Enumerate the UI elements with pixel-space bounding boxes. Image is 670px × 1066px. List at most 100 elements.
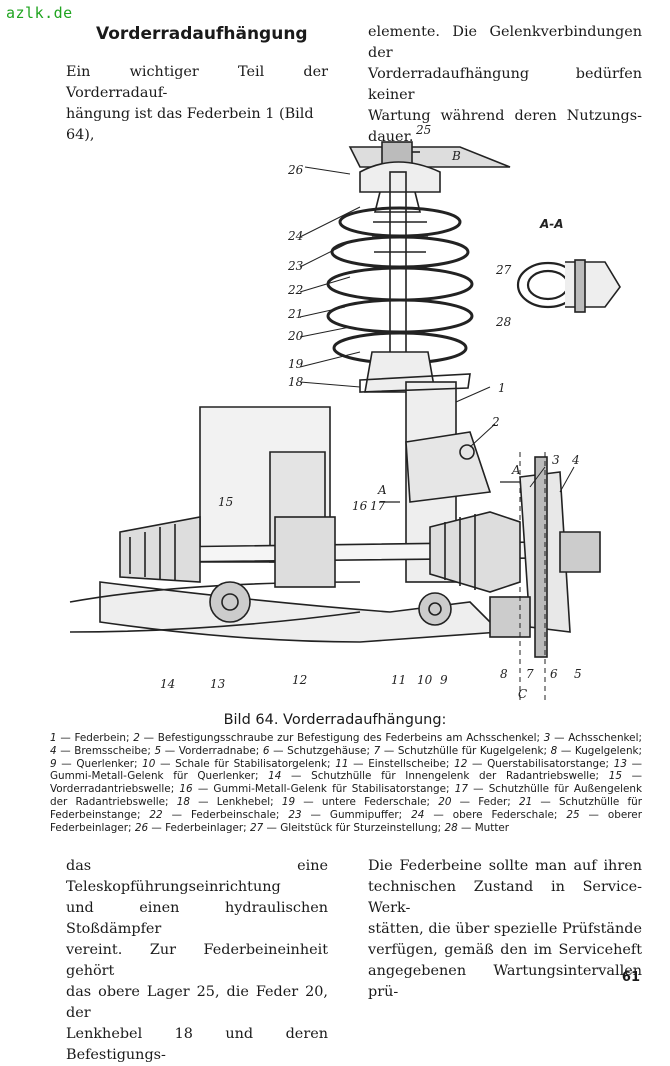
legend-text: Befestigungsschraube zur Befestigung des…	[157, 732, 540, 744]
legend-entry: 8 — Kugelgelenk;	[550, 744, 643, 757]
legend-text: Schale für Stabilisatorgelenk;	[175, 757, 331, 770]
callout-label: 19	[288, 357, 304, 371]
callout-label: 7	[526, 667, 534, 681]
legend-text: Gleitstück für Sturzeinstellung;	[280, 821, 442, 834]
legend-text: Schutzgehäuse;	[287, 744, 370, 757]
legend-text: Gummi-Metall-Gelenk für Stabilisatorstan…	[213, 783, 450, 796]
text-line: vereint. Zur Federbeineinheit gehört	[66, 942, 328, 979]
section-view-label: A-A	[539, 217, 564, 231]
suspension-drawing: 1 2 3 4 5 6 7 8 9 10 11 12 13 14 15 16 1…	[69, 123, 621, 702]
text-line: Die Federbeine sollte man auf ihren	[368, 858, 642, 874]
legend-entry: 7 — Schutzhülle für Kugelgelenk;	[373, 744, 548, 757]
legend-text: Schutzhülle für Innengelenk der Radantri…	[311, 770, 600, 783]
legend-number: 1	[50, 732, 57, 744]
callout-label: 13	[210, 677, 226, 691]
legend-entry: 5 — Vorderradnabe;	[154, 744, 260, 757]
section-marker: A	[511, 463, 521, 477]
legend-number: 3	[543, 732, 551, 744]
legend-entry: 27 — Gleitstück für Sturzeinstellung;	[249, 821, 442, 834]
text-line: und einen hydraulischen Stoßdämpfer	[66, 900, 328, 937]
legend-text: Achsschenkel;	[568, 732, 642, 744]
legend-text: Schutzhülle für Federbeinstange;	[50, 795, 642, 821]
legend-entry: 2 — Befestigungsschraube zur Befestigung…	[133, 732, 540, 744]
text-line: Vorderradaufhängung bedürfen keiner	[368, 66, 642, 103]
legend-text: Gummipuffer;	[329, 808, 403, 821]
legend-entry: 22 — Federbeinschale;	[149, 808, 280, 821]
legend-entry: 24 — obere Federschale;	[411, 808, 558, 821]
legend-number: 2	[133, 732, 140, 744]
section-title: Vorderradaufhängung	[96, 24, 308, 44]
legend-number: 24	[411, 808, 425, 821]
legend-text: Gummi-Metall-Gelenk für Querlenker;	[50, 770, 259, 783]
legend-text: Schutzhülle für Kugelgelenk;	[397, 744, 548, 757]
callout-label: 25	[415, 123, 431, 137]
text-line: technischen Zustand in Service-Werk-	[368, 879, 642, 916]
bottom-right-column: Die Federbeine sollte man auf ihren tech…	[368, 856, 642, 1003]
callout-label: 27	[495, 263, 512, 277]
text-line: hängung ist das Federbein 1 (Bild 64),	[66, 106, 314, 143]
legend-number: 6	[262, 744, 270, 757]
text-line: das obere Lager 25, die Feder 20, der	[66, 984, 328, 1021]
legend-text: Mutter	[474, 821, 510, 834]
legend-text: Bremsscheibe;	[74, 744, 151, 757]
legend-number: 15	[608, 770, 622, 783]
callout-label: 11	[391, 673, 406, 687]
legend-number: 23	[288, 808, 302, 821]
legend-number: 13	[613, 757, 627, 770]
legend-number: 17	[454, 783, 468, 796]
legend-entry: 23 — Gummipuffer;	[288, 808, 403, 821]
legend-number: 7	[373, 744, 381, 757]
legend-number: 10	[142, 757, 156, 770]
legend-number: 22	[149, 808, 163, 821]
figure-caption: Bild 64. Vorderradaufhängung:	[223, 712, 447, 728]
legend-entry: 15 — Vorderradantriebswelle;	[50, 770, 643, 796]
text-line: Wartung während deren Nutzungs-	[368, 108, 642, 124]
legend-number: 9	[50, 757, 57, 770]
legend-number: 19	[281, 795, 296, 808]
callout-label: 16	[352, 499, 368, 513]
legend-entry: 10 — Schale für Stabilisatorgelenk;	[142, 757, 331, 770]
legend-entry: 28 — Mutter	[444, 821, 510, 834]
text-line: angegebenen Wartungsintervallen prü-	[368, 963, 642, 1000]
callout-label: 4	[571, 453, 580, 467]
callout-label: 15	[218, 495, 233, 509]
callout-label: 22	[287, 283, 303, 297]
callout-label: 14	[160, 677, 175, 691]
callout-label: 20	[287, 329, 304, 343]
callout-label: 28	[495, 315, 512, 329]
legend-number: 5	[154, 744, 162, 757]
legend-number: 27	[249, 821, 264, 834]
legend-text: Lenkhebel;	[216, 795, 274, 808]
callout-label: 12	[292, 673, 307, 687]
legend-text: Federbeinlager;	[165, 821, 247, 834]
bottom-left-column: das eine Teleskopführungseinrichtung und…	[66, 856, 328, 1066]
legend-text: oberer Federbeinlager;	[50, 808, 642, 834]
dimension-marker: C	[518, 687, 527, 701]
legend-entry: 18 — Lenkhebel;	[176, 795, 274, 808]
legend-entry: 26 — Federbeinlager;	[134, 821, 247, 834]
callout-label: 23	[287, 259, 304, 273]
text-line: elemente. Die Gelenkverbindungen der	[368, 24, 642, 61]
figure-legend: 1 — Federbein; 2 — Befestigungsschraube …	[50, 732, 642, 834]
text-line: Ein wichtiger Teil der Vorderradauf-	[66, 64, 328, 101]
text-line: Lenkhebel 18 und deren Befestigungs-	[66, 1026, 328, 1063]
intro-left-column: Ein wichtiger Teil der Vorderradauf- hän…	[66, 62, 328, 146]
callout-label: 24	[287, 229, 303, 243]
legend-number: 14	[268, 770, 282, 783]
legend-text: Feder;	[478, 795, 511, 808]
section-marker: B	[451, 149, 461, 163]
legend-entry: 4 — Bremsscheibe;	[50, 744, 151, 757]
legend-text: Querstabilisatorstange;	[487, 757, 610, 770]
text-line: verfügen, gemäß den im Serviceheft	[368, 942, 642, 958]
callout-label: 26	[287, 163, 304, 177]
legend-number: 16	[179, 783, 193, 796]
legend-entry: 25 — oberer Federbeinlager;	[50, 808, 642, 834]
legend-text: Querlenker;	[76, 757, 138, 770]
legend-text: Vorderradnabe;	[178, 744, 260, 757]
legend-text: Einstellscheibe;	[368, 757, 450, 770]
callout-label: 6	[550, 667, 558, 681]
legend-number: 21	[518, 795, 533, 808]
legend-text: Kugelgelenk;	[574, 744, 643, 757]
callout-label: 5	[574, 667, 582, 681]
legend-number: 20	[438, 795, 452, 808]
